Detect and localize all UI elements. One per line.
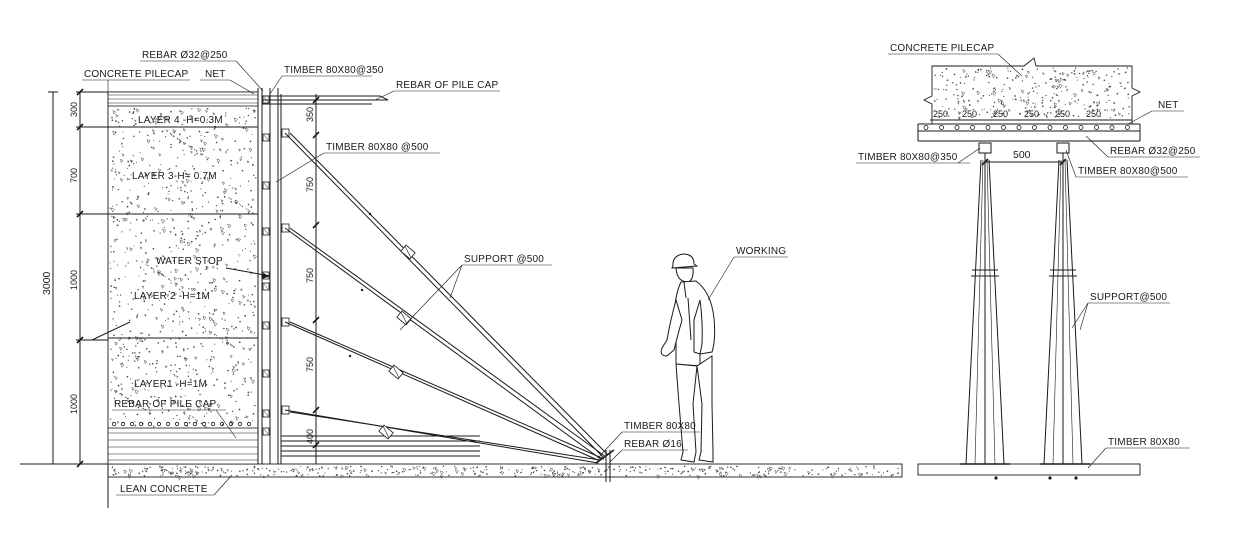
pile-cap-section bbox=[91, 91, 259, 465]
dim-layer1: 1000 bbox=[69, 394, 79, 414]
lean-concrete-slab bbox=[20, 463, 903, 508]
label-timber-500: TIMBER 80X80 @500 bbox=[326, 142, 429, 153]
label-b-support: SUPPORT@500 bbox=[1090, 292, 1167, 303]
rdim-2: 750 bbox=[305, 268, 315, 283]
label-b-net: NET bbox=[1158, 100, 1179, 111]
rdim-0: 350 bbox=[305, 107, 315, 122]
label-b-timber-left: TIMBER 80X80@350 bbox=[858, 152, 958, 163]
label-support: SUPPORT @500 bbox=[464, 254, 544, 265]
label-b-timber-right: TIMBER 80X80@500 bbox=[1078, 166, 1178, 177]
sdim-0: 250 bbox=[933, 109, 948, 119]
layer-3-label: LAYER 3-H= 0.7M bbox=[132, 171, 217, 182]
rdim-3: 750 bbox=[305, 357, 315, 372]
label-rebar-of-pile-cap-top: REBAR OF PILE CAP bbox=[396, 80, 498, 91]
dim-layer4: 300 bbox=[69, 102, 79, 117]
diagonal-supports bbox=[284, 132, 615, 482]
label-rebar-16: REBAR Ø16 bbox=[624, 439, 682, 450]
dim-total: 3000 bbox=[41, 271, 53, 295]
section-a-labels: REBAR Ø32@250 CONCRETE PILECAP NET TIMBE… bbox=[82, 50, 788, 496]
sdim-5: 250 bbox=[1086, 109, 1101, 119]
post-support-right bbox=[1043, 142, 1083, 466]
label-timber-350: TIMBER 80X80@350 bbox=[284, 65, 384, 76]
post-spacing-dim: 500 bbox=[1013, 149, 1031, 161]
layer-2-label: LAYER 2 -H=1M bbox=[134, 291, 210, 302]
label-net: NET bbox=[205, 69, 226, 80]
label-b-concrete-pilecap: CONCRETE PILECAP bbox=[890, 43, 994, 54]
layer-1-label: LAYER1 -H=1M bbox=[134, 379, 207, 390]
rdim-1: 750 bbox=[305, 177, 315, 192]
label-b-rebar: REBAR Ø32@250 bbox=[1110, 146, 1196, 157]
left-dimensions bbox=[48, 88, 108, 468]
sdim-3: 250 bbox=[1024, 109, 1039, 119]
sdim-1: 250 bbox=[962, 109, 977, 119]
section-b-labels: CONCRETE PILECAP NET TIMBER 80X80@350 RE… bbox=[856, 43, 1200, 469]
sdim-2: 250 bbox=[993, 109, 1008, 119]
label-rebar-of-pile-cap-bottom: REBAR OF PILE CAP bbox=[114, 399, 216, 410]
label-water-stop: WATER STOP bbox=[156, 256, 223, 267]
worker-figure bbox=[660, 253, 716, 463]
dim-layer3: 700 bbox=[69, 168, 79, 183]
label-rebar-top: REBAR Ø32@250 bbox=[142, 50, 228, 61]
rebar-extension-bottom bbox=[281, 435, 480, 457]
sdim-4: 250 bbox=[1055, 109, 1070, 119]
rebar-extension-top bbox=[262, 95, 389, 105]
label-working: WORKING bbox=[736, 246, 786, 257]
base-timber bbox=[917, 463, 1141, 480]
section-a: LAYER 4 -H=0.3M LAYER 3-H= 0.7M LAYER 2 … bbox=[20, 88, 903, 508]
dim-layer2: 1000 bbox=[69, 270, 79, 290]
label-timber-80x80: TIMBER 80X80 bbox=[624, 421, 696, 432]
pilecap-slab bbox=[917, 57, 1142, 142]
label-lean-concrete: LEAN CONCRETE bbox=[120, 484, 208, 495]
layer-4-label: LAYER 4 -H=0.3M bbox=[138, 115, 223, 126]
post-support-left bbox=[965, 142, 1005, 466]
label-concrete-pilecap: CONCRETE PILECAP bbox=[84, 69, 188, 80]
label-b-timber-bottom: TIMBER 80X80 bbox=[1108, 437, 1180, 448]
section-b: 250 250 250 250 250 250 500 bbox=[917, 57, 1142, 480]
